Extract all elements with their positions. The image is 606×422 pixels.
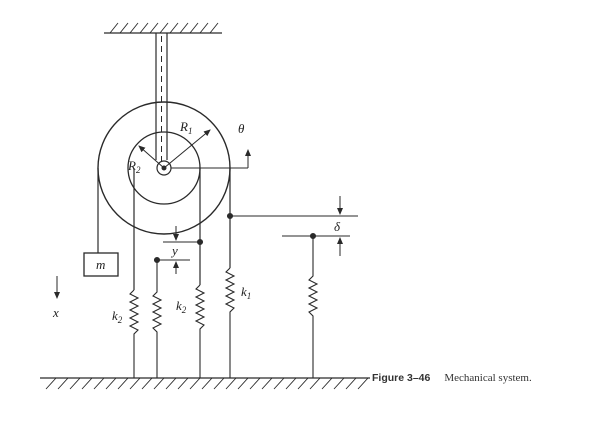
spring-k2-middle bbox=[163, 238, 206, 378]
spring-k2-left bbox=[128, 289, 140, 378]
ceiling-support bbox=[104, 22, 222, 34]
radius-arrows bbox=[138, 129, 211, 169]
y-label: y bbox=[170, 243, 178, 258]
support-shaft bbox=[155, 33, 168, 164]
spring-y-attached bbox=[151, 256, 190, 378]
r2-label: R2 bbox=[127, 158, 141, 175]
k2-left-label: k2 bbox=[112, 308, 123, 325]
ground bbox=[40, 377, 370, 390]
mass-label: m bbox=[96, 257, 105, 272]
theta-reference bbox=[171, 149, 251, 169]
theta-label: θ bbox=[238, 121, 245, 136]
caption-text: Mechanical system. bbox=[444, 372, 532, 384]
mass-block bbox=[83, 252, 119, 277]
spring-k1 bbox=[224, 212, 358, 378]
spring-delta-reference bbox=[282, 232, 350, 378]
figure-number: Figure 3–46 bbox=[372, 372, 431, 384]
k1-label: k1 bbox=[241, 284, 251, 301]
r1-label: R1 bbox=[179, 119, 192, 136]
k2-middle-label: k2 bbox=[176, 298, 187, 315]
delta-label: δ bbox=[334, 219, 341, 234]
figure-caption: Figure 3–46 Mechanical system. bbox=[372, 372, 532, 384]
x-label: x bbox=[52, 305, 59, 320]
